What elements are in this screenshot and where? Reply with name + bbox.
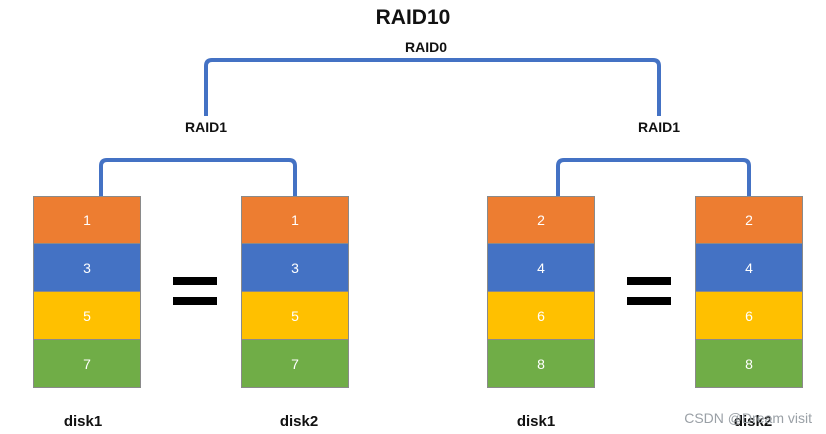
disk-group1-disk2: 1 3 5 7 — [241, 196, 349, 388]
disk-group1-disk1: 1 3 5 7 — [33, 196, 141, 388]
block-1: 1 — [33, 196, 141, 244]
raid0-bracket — [204, 58, 661, 116]
raid0-label: RAID0 — [404, 39, 447, 55]
disk-group2-disk1: 2 4 6 8 — [487, 196, 595, 388]
block-7: 7 — [241, 340, 349, 388]
block-6: 6 — [487, 292, 595, 340]
disk-label-g1-d2: disk2 — [279, 413, 319, 430]
disk-label-g1-d1: disk1 — [63, 413, 103, 430]
block-8: 8 — [487, 340, 595, 388]
block-6: 6 — [695, 292, 803, 340]
block-3: 3 — [33, 244, 141, 292]
block-8: 8 — [695, 340, 803, 388]
disk-label-g2-d2: disk2 — [733, 413, 773, 430]
raid1-label-left: RAID1 — [184, 119, 227, 135]
block-3: 3 — [241, 244, 349, 292]
block-7: 7 — [33, 340, 141, 388]
equals-sign-left — [173, 277, 217, 317]
block-5: 5 — [241, 292, 349, 340]
disk-group2-disk2: 2 4 6 8 — [695, 196, 803, 388]
block-2: 2 — [695, 196, 803, 244]
disk-label-g2-d1: disk1 — [516, 413, 556, 430]
block-5: 5 — [33, 292, 141, 340]
block-2: 2 — [487, 196, 595, 244]
block-1: 1 — [241, 196, 349, 244]
raid1-bracket-right — [556, 158, 751, 196]
diagram-title: RAID10 — [375, 6, 451, 29]
block-4: 4 — [695, 244, 803, 292]
block-4: 4 — [487, 244, 595, 292]
watermark: CSDN @Dream visit — [684, 410, 812, 426]
raid1-bracket-left — [99, 158, 297, 196]
raid1-label-right: RAID1 — [637, 119, 680, 135]
equals-sign-right — [627, 277, 671, 317]
